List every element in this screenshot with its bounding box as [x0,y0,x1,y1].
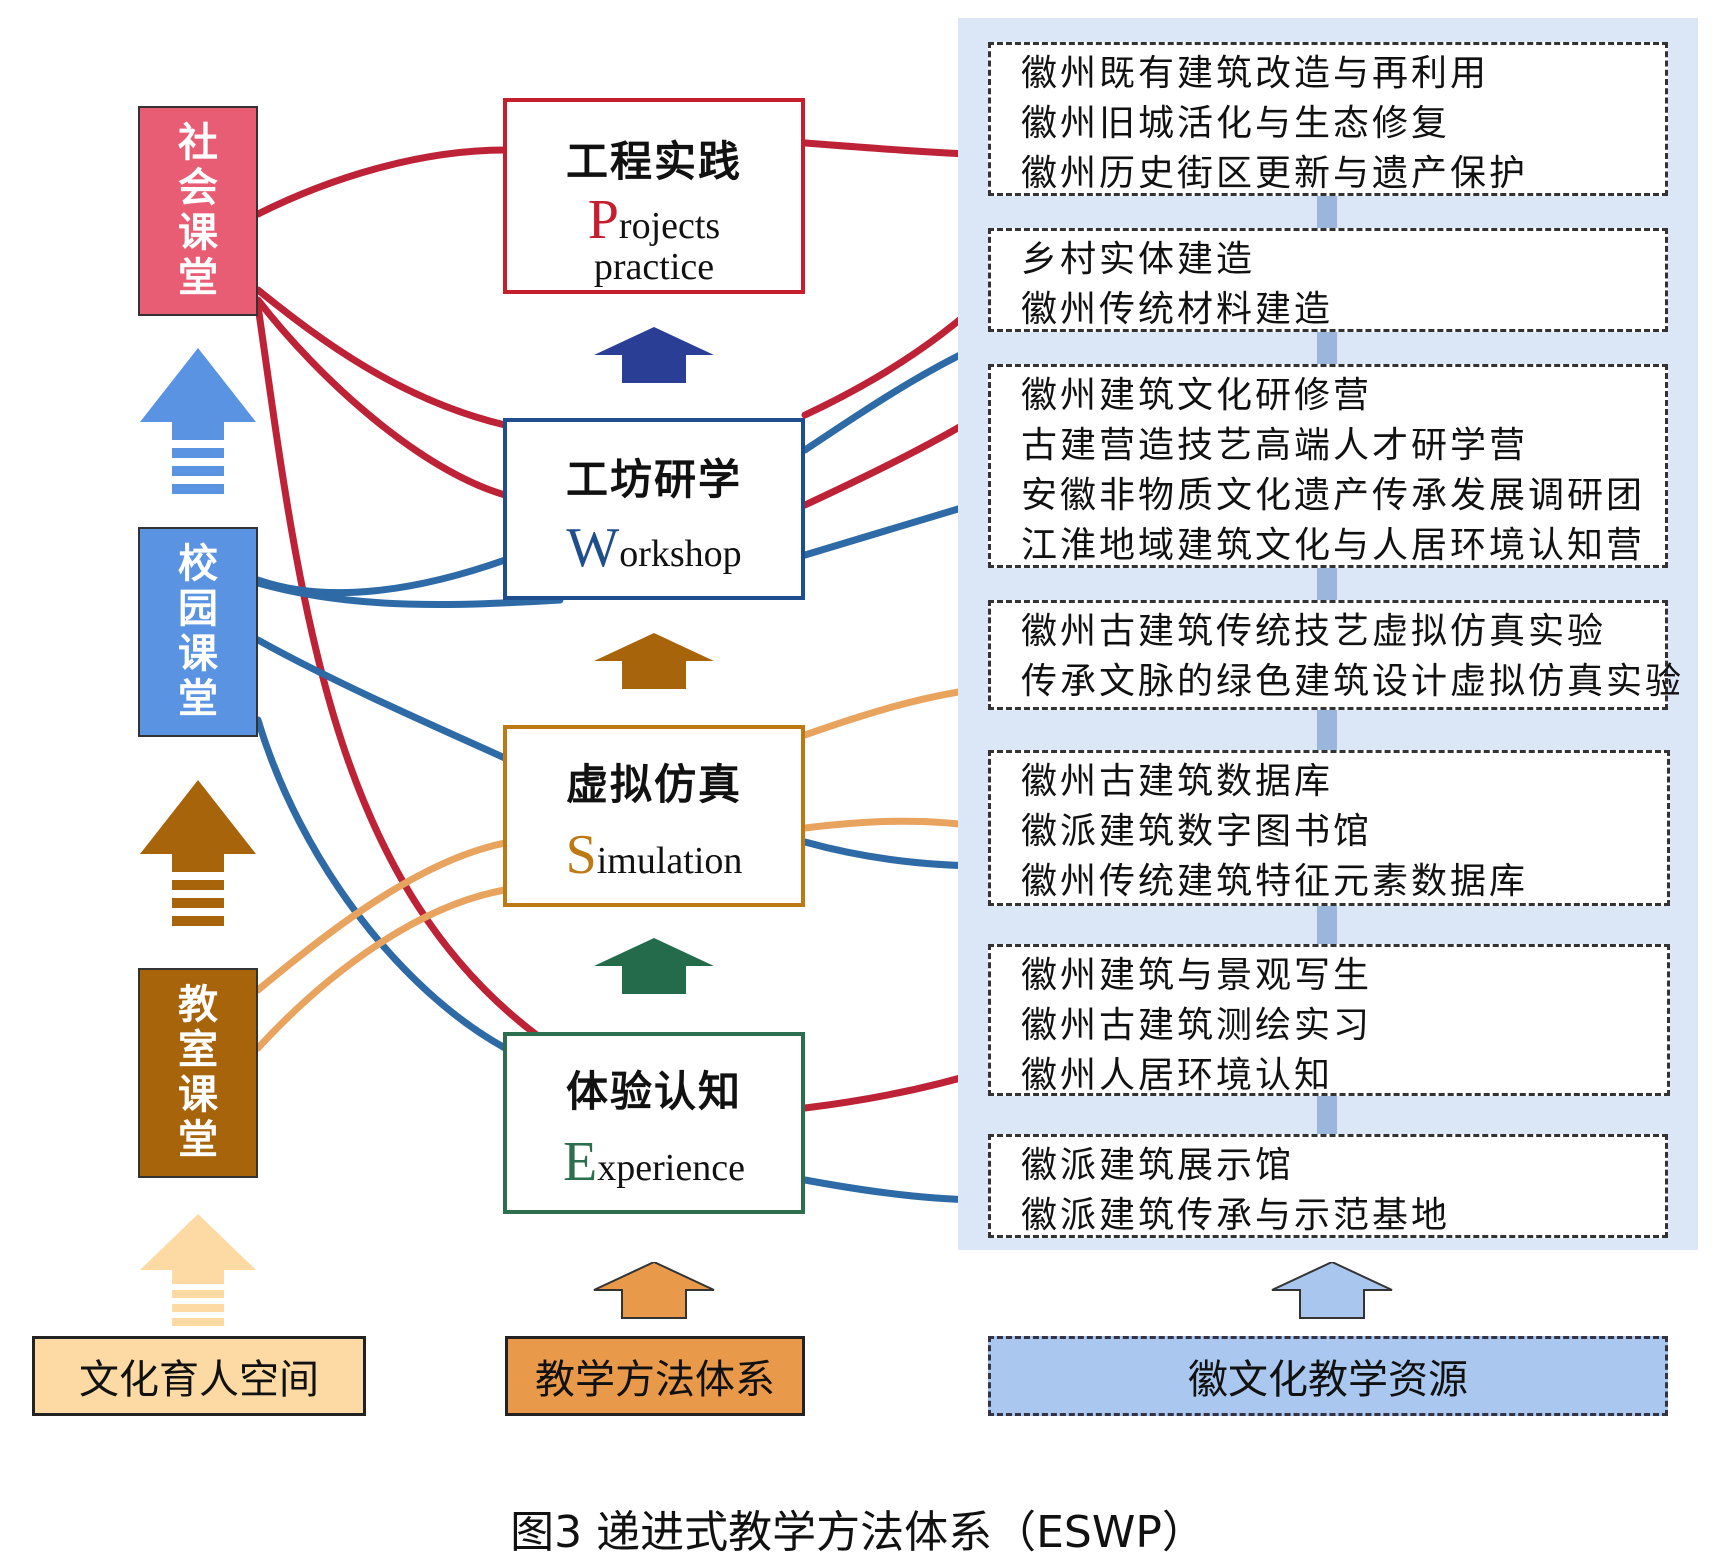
up-arrow-icon [594,327,714,383]
resource-connector [1317,194,1337,228]
resource-box-renovation: 徽州既有建筑改造与再利用 徽州旧城活化与生态修复 徽州历史街区更新与遗产保护 [988,42,1668,196]
stage-box-workshop: 工坊研学 Workshop [503,418,805,600]
up-arrow-icon [140,348,256,494]
stage-english-rest: xperience [597,1147,745,1189]
resource-line: 徽州古建筑测绘实习 [1021,1005,1373,1046]
stage-english-initial: P [587,189,619,251]
resource-line: 徽州建筑文化研修营 [1021,375,1373,416]
resource-line: 徽派建筑传承与示范基地 [1021,1195,1451,1236]
resource-box-field-practice: 徽州建筑与景观写生 徽州古建筑测绘实习 徽州人居环境认知 [988,944,1670,1096]
resource-box-virtual-experiments: 徽州古建筑传统技艺虚拟仿真实验 传承文脉的绿色建筑设计虚拟仿真实验 [988,600,1685,710]
space-label-char: 堂 [178,675,218,722]
resource-line: 徽州传统材料建造 [1021,289,1334,330]
resource-line: 徽州古建筑传统技艺虚拟仿真实验 [1021,611,1607,652]
stage-title: 工坊研学 [565,455,742,504]
stage-english: Simulation [507,827,801,883]
space-label-char: 教 [178,982,218,1029]
space-label-char: 校 [178,541,218,588]
stage-english: Experience [507,1134,801,1190]
resource-line: 徽州人居环境认知 [1021,1055,1334,1096]
resource-line: 江淮地域建筑文化与人居环境认知营 [1021,525,1646,566]
link-line [254,839,509,994]
stage-title: 工程实践 [565,137,742,186]
resource-box-exhibition: 徽派建筑展示馆 徽派建筑传承与示范基地 [988,1134,1668,1238]
resource-line: 传承文脉的绿色建筑设计虚拟仿真实验 [1021,661,1685,702]
stage-english: Workshop [507,520,801,576]
resource-box-databases: 徽州古建筑数据库 徽派建筑数字图书馆 徽州传统建筑特征元素数据库 [988,750,1670,906]
stage-title: 虚拟仿真 [565,760,742,809]
resource-connector [1317,904,1337,944]
space-label-char: 室 [178,1027,218,1074]
resource-line: 徽州建筑与景观写生 [1021,955,1373,996]
stage-english-initial: S [565,824,597,886]
legend-space: 文化育人空间 [32,1336,366,1416]
space-label-char: 社 [178,120,218,167]
legend-resource: 徽文化教学资源 [988,1336,1668,1416]
link-line [254,716,509,1052]
resource-line: 乡村实体建造 [1021,239,1256,280]
stage-box-experience: 体验认知 Experience [503,1032,805,1214]
space-label-char: 堂 [178,1116,218,1163]
up-arrow-icon [140,780,256,926]
link-line [254,302,542,1040]
resource-line: 徽州旧城活化与生态修复 [1021,103,1451,144]
up-arrow-icon [593,1262,715,1319]
resource-line: 徽州古建筑数据库 [1021,761,1334,802]
resource-line: 徽州历史街区更新与遗产保护 [1021,153,1529,194]
stage-english-line2: practice [593,246,715,288]
resource-box-study-camps: 徽州建筑文化研修营 古建营造技艺高端人才研学营 安徽非物质文化遗产传承发展调研团… [988,364,1668,568]
link-line [254,286,509,429]
stage-title: 体验认知 [565,1067,742,1116]
space-box-campus: 校园课堂 [138,527,258,737]
link-line [254,146,509,218]
link-line [254,579,564,609]
stage-box-projects: 工程实践 Projects practice [503,98,805,294]
space-label-char: 园 [178,586,218,633]
link-line [254,886,509,1052]
resource-line: 古建营造技艺高端人才研学营 [1021,425,1529,466]
resource-line: 徽州传统建筑特征元素数据库 [1021,861,1529,902]
figure-caption: 图3 递进式教学方法体系（ESWP） [510,1507,1206,1558]
resource-connector [1317,566,1337,600]
space-label-char: 课 [178,1072,218,1118]
stage-english-initial: E [563,1131,598,1193]
space-box-society: 社会课堂 [138,106,258,316]
space-label-char: 堂 [178,254,218,301]
link-line [254,296,509,499]
stage-english-rest: imulation [596,840,743,882]
up-arrow-icon [140,1214,256,1326]
legend-method: 教学方法体系 [505,1336,805,1416]
stage-english-initial: W [566,517,620,579]
resource-line: 徽州既有建筑改造与再利用 [1021,53,1490,94]
stage-box-simulation: 虚拟仿真 Simulation [503,725,805,907]
space-label-char: 课 [178,210,218,256]
resource-connector [1317,1094,1337,1134]
stage-english: Projects [507,192,801,248]
resource-line: 徽派建筑数字图书馆 [1021,811,1373,852]
resource-connector [1317,708,1337,750]
space-label-char: 会 [178,165,218,212]
resource-line: 徽派建筑展示馆 [1021,1145,1295,1186]
resource-box-construction: 乡村实体建造 徽州传统材料建造 [988,228,1668,332]
link-line [254,636,509,762]
up-arrow-icon [594,633,714,689]
stage-english-rest: rojects [618,205,721,247]
space-label-char: 课 [178,631,218,677]
up-arrow-icon [1271,1262,1393,1319]
stage-english-rest: orkshop [619,533,742,575]
resource-connector [1317,330,1337,364]
resource-line: 安徽非物质文化遗产传承发展调研团 [1021,475,1646,516]
space-box-classroom: 教室课堂 [138,968,258,1178]
up-arrow-icon [594,938,714,994]
